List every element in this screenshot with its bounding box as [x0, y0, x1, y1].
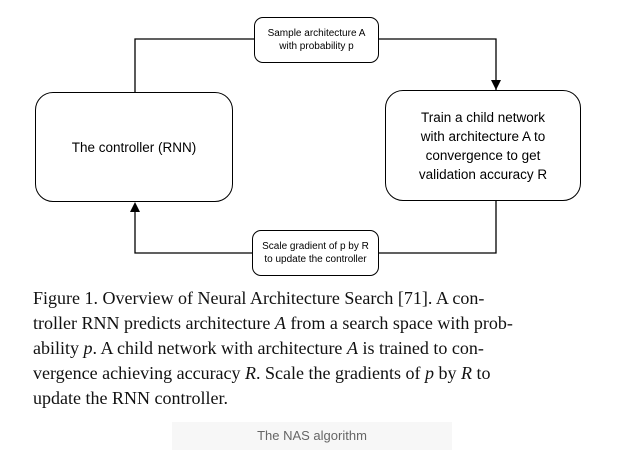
scale-gradient-label: Scale gradient of p by R to update the c…: [262, 240, 369, 266]
controller-box: The controller (RNN): [35, 92, 233, 202]
child-label-line: validation accuracy R: [418, 166, 548, 182]
image-subtitle: The NAS algorithm: [257, 428, 367, 443]
sample-label-line: with probability p: [279, 41, 354, 52]
scale-label-line: Scale gradient of p by R: [262, 241, 369, 252]
caption-text: . A child network with architecture: [92, 338, 347, 358]
caption-math: A: [274, 313, 286, 333]
child-label-line: Train a child network: [420, 109, 546, 125]
child-network-label: Train a child network with architecture …: [419, 108, 547, 184]
figure-caption: Figure 1. Overview of Neural Architectur…: [33, 286, 589, 411]
caption-text: troller RNN predicts architecture: [33, 313, 275, 333]
controller-label: The controller (RNN): [71, 139, 197, 155]
caption-text: by: [434, 363, 461, 383]
arrow-top-to-child: [379, 38, 497, 90]
caption-math: p: [83, 338, 93, 358]
caption-text: from a search space with prob-: [285, 313, 513, 333]
caption-text: to: [472, 363, 491, 383]
caption-text: ability: [33, 338, 84, 358]
caption-text: . Scale the gradients of: [256, 363, 425, 383]
arrowhead-child: [491, 80, 501, 90]
caption-line-4: vergence achieving accuracy R. Scale the…: [33, 361, 589, 386]
sample-architecture-box: Sample architecture A with probability p: [254, 17, 379, 63]
diagram-connectors: [130, 38, 501, 254]
scale-label-line: to update the controller: [264, 254, 367, 265]
caption-line-5: update the RNN controller.: [33, 386, 589, 411]
caption-line-3: ability p. A child network with architec…: [33, 336, 589, 361]
caption-math: p: [425, 363, 434, 383]
caption-line-2: troller RNN predicts architecture A from…: [33, 311, 589, 336]
child-label-line: with architecture A to: [420, 128, 546, 144]
caption-text: update the RNN controller.: [33, 388, 228, 408]
caption-line-1: Figure 1. Overview of Neural Architectur…: [33, 286, 589, 311]
caption-text: is trained to con-: [357, 338, 484, 358]
child-network-box: Train a child network with architecture …: [385, 90, 581, 201]
scale-gradient-box: Scale gradient of p by R to update the c…: [252, 230, 379, 276]
sample-label-line: Sample architecture A: [267, 28, 366, 39]
arrow-bottom: [379, 201, 497, 254]
arrow-top: [134, 38, 254, 92]
caption-text: vergence achieving accuracy: [33, 363, 246, 383]
caption-text: Figure 1. Overview of Neural Architectur…: [33, 288, 485, 308]
caption-math: R: [461, 363, 472, 383]
arrow-bottom-to-controller: [134, 204, 254, 254]
caption-math: A: [346, 338, 358, 358]
caption-math: R: [245, 363, 257, 383]
child-label-line: convergence to get: [425, 147, 541, 163]
subtitle-background: [172, 422, 452, 450]
sample-architecture-label: Sample architecture A with probability p: [268, 27, 366, 53]
arrowhead-controller: [130, 202, 140, 212]
